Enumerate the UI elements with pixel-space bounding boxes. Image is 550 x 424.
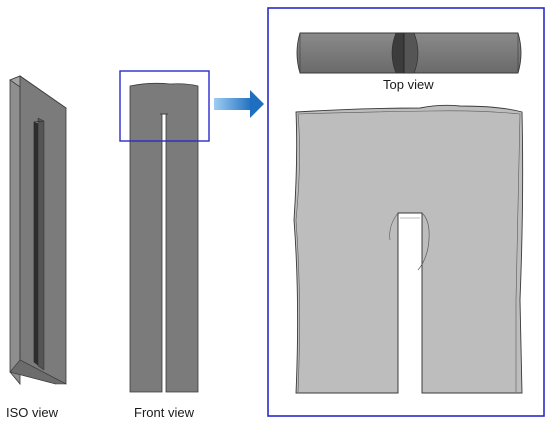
zoom-front-body xyxy=(293,104,524,394)
arrow-right-icon xyxy=(214,90,264,118)
zoom-slot xyxy=(399,214,421,394)
top-view-slot xyxy=(391,32,405,74)
iso-slot-edge xyxy=(33,120,45,123)
front-view-label: Front view xyxy=(134,405,194,420)
iso-slot-inner-wall xyxy=(37,117,45,371)
top-view-label: Top view xyxy=(383,77,434,92)
iso-view-part xyxy=(9,75,67,386)
iso-bottom-face xyxy=(9,359,67,385)
zoom-front-detail xyxy=(293,104,524,394)
front-zoom-box xyxy=(119,70,210,142)
zoom-slot-bulge xyxy=(417,212,430,271)
iso-view-label: ISO view xyxy=(6,405,59,420)
front-view-part xyxy=(119,70,210,393)
iso-left-face xyxy=(9,75,21,386)
top-view-part xyxy=(296,32,522,74)
front-body xyxy=(129,82,199,393)
zoom-deformed-outline xyxy=(297,110,521,392)
